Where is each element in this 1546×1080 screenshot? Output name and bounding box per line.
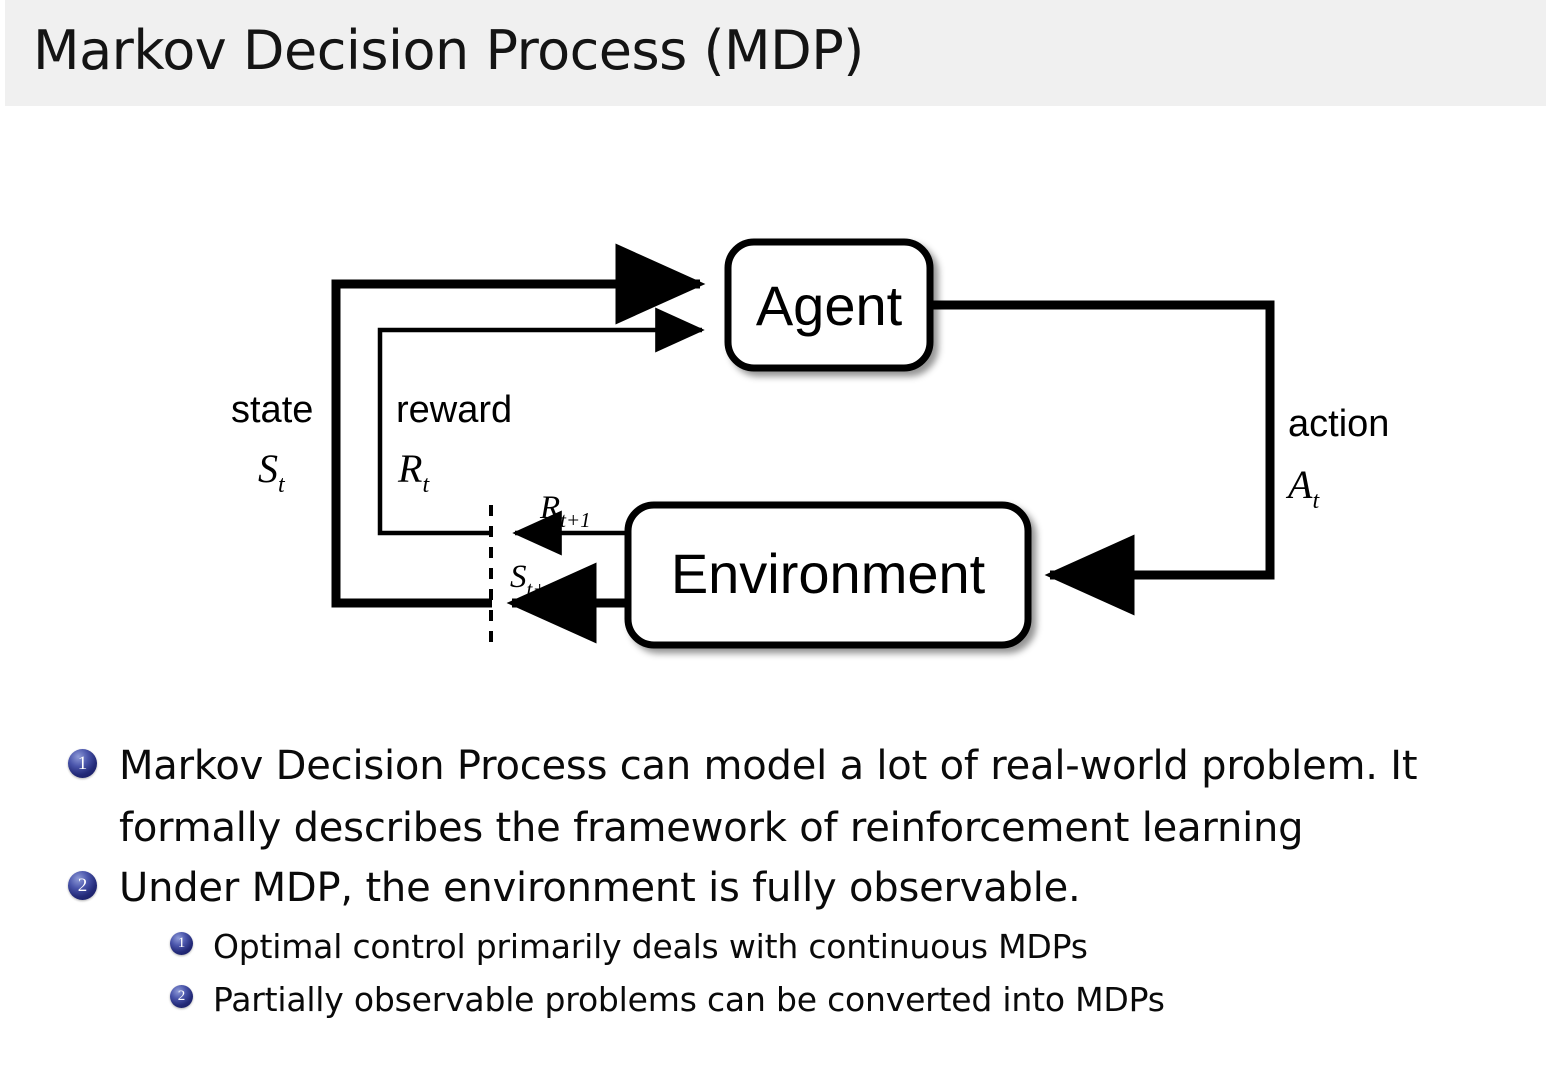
sub-bullet-text-1: Optimal control primarily deals with con… <box>213 927 1088 966</box>
sub-bullet-marker-1: 1 <box>170 932 193 955</box>
list-item[interactable]: 1 Optimal control primarily deals with c… <box>0 920 1546 973</box>
next-state-symbol-group: St+1 <box>510 559 557 601</box>
bullet-text-1: Markov Decision Process can model a lot … <box>119 743 1418 789</box>
environment-box: Environment <box>624 501 1032 649</box>
slide-title-bar: Markov Decision Process (MDP) <box>5 0 1546 106</box>
mdp-diagram: Agent Environment state St reward Rt <box>0 140 1546 720</box>
state-label: state St <box>231 389 313 498</box>
agent-environment-loop-svg: Agent Environment state St reward Rt <box>231 238 1389 649</box>
agent-box-rect <box>724 238 934 372</box>
state-label-symbol-group: St <box>258 446 286 498</box>
next-reward-subscript: t+1 <box>560 508 591 532</box>
next-reward-symbol: R <box>539 490 560 526</box>
action-label-symbol-group: At <box>1285 462 1320 514</box>
reward-label-symbol: R <box>397 446 422 491</box>
reward-label-symbol-group: Rt <box>397 446 430 498</box>
reward-label-subscript: t <box>422 472 430 498</box>
action-path-to-environment <box>930 300 1275 616</box>
bullet-list: 1 Markov Decision Process can model a lo… <box>0 736 1546 1026</box>
list-item[interactable]: 2 Partially observable problems can be c… <box>0 973 1546 1026</box>
reward-path-to-agent <box>377 307 705 536</box>
agent-box-label: Agent <box>756 274 903 337</box>
state-label-subscript: t <box>278 472 286 498</box>
bullet-text-1-line2: formally describes the framework of rein… <box>119 805 1304 851</box>
state-label-symbol: S <box>258 446 278 491</box>
list-item[interactable]: 1 Markov Decision Process can model a lo… <box>0 736 1546 796</box>
state-feedback-path <box>331 243 706 644</box>
next-reward-symbol-group: Rt+1 <box>539 490 591 532</box>
environment-box-rect <box>624 501 1032 649</box>
list-item[interactable]: 2 Under MDP, the environment is fully ob… <box>0 858 1546 918</box>
action-label: action At <box>1285 403 1389 514</box>
reward-label: reward Rt <box>396 389 512 498</box>
state-path-to-agent <box>331 243 706 608</box>
reward-feedback-path <box>377 307 705 556</box>
sub-bullet-marker-2: 2 <box>170 985 193 1008</box>
state-label-word: state <box>231 389 313 431</box>
next-state-label: St+1 <box>510 559 557 601</box>
action-path <box>930 300 1275 616</box>
bullet-marker-2: 2 <box>68 871 97 900</box>
reward-label-word: reward <box>396 389 512 431</box>
next-state-symbol: S <box>510 559 527 595</box>
action-label-symbol: A <box>1285 462 1313 507</box>
next-state-subscript: t+1 <box>527 577 558 601</box>
action-label-word: action <box>1288 403 1389 445</box>
action-label-subscript: t <box>1312 488 1320 514</box>
bullet-marker-1: 1 <box>68 749 97 778</box>
next-reward-label: Rt+1 <box>539 490 591 532</box>
agent-box: Agent <box>724 238 934 372</box>
bullet-text-2: Under MDP, the environment is fully obse… <box>119 865 1081 911</box>
sub-bullet-text-2: Partially observable problems can be con… <box>213 980 1165 1019</box>
environment-box-label: Environment <box>671 542 986 605</box>
page-title: Markov Decision Process (MDP) <box>33 19 864 82</box>
